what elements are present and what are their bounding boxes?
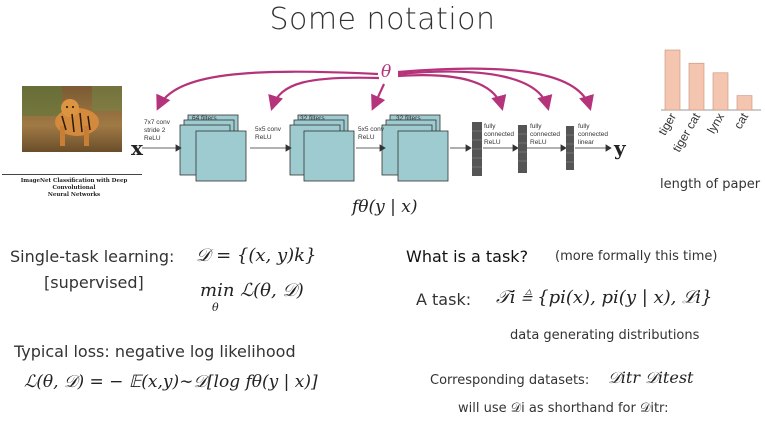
datasets-formula: 𝒟itr 𝒟itest xyxy=(608,368,694,387)
task-question: What is a task? xyxy=(406,247,529,266)
chart-bar-tiger-cat xyxy=(688,62,705,111)
task-question-note: (more formally this time) xyxy=(555,249,718,264)
layer-label-2: 5x5 conv ReLU xyxy=(255,126,282,141)
loss-label: Typical loss: negative log likelihood xyxy=(14,342,296,361)
theta-arrow-2 xyxy=(268,76,380,111)
filters-label-1: 64 filters xyxy=(192,115,217,122)
min-subscript: θ xyxy=(212,301,219,314)
chart-tick-label: cat xyxy=(731,110,751,131)
fc-label-3: fully connected linear xyxy=(578,123,608,146)
fc-bar-3 xyxy=(566,126,574,170)
input-x-symbol: x xyxy=(131,136,143,160)
theta-arrows xyxy=(156,67,594,111)
task-label: A task: xyxy=(416,290,472,309)
dataset-definition: 𝒟 = {(x, y)k} xyxy=(196,245,317,266)
layer-arrows xyxy=(142,144,612,152)
theta-arrow-1 xyxy=(156,70,379,111)
conv-block-3 xyxy=(381,114,449,182)
chart-bar-lynx xyxy=(712,72,729,111)
min-expression: min ℒ(θ, 𝒟) xyxy=(200,280,304,301)
shorthand-note: will use 𝒟i as shorthand for 𝒟itr: xyxy=(458,401,669,416)
theta-arrow-3 xyxy=(371,83,386,111)
paper-caption-line1: ImageNet Classification with Deep Convol… xyxy=(20,178,128,191)
model-formula: fθ(y | x) xyxy=(352,197,418,217)
layer-label-1: 7x7 conv stride 2 ReLU xyxy=(144,119,171,142)
paper-caption-line2: Neural Networks xyxy=(47,192,101,198)
layer-label-3: 5x5 conv ReLU xyxy=(358,126,385,141)
chart-bar-tiger xyxy=(664,49,681,111)
chart-bar-cat xyxy=(736,95,753,111)
conv-block-2 xyxy=(289,114,355,182)
output-y-symbol: y xyxy=(614,136,626,160)
theta-arrow-6 xyxy=(397,67,594,111)
loss-formula: ℒ(θ, 𝒟) = − 𝔼(x,y)∼𝒟[log fθ(y | x)] xyxy=(24,372,318,392)
tiger-image xyxy=(22,86,122,152)
data-generating-label: data generating distributions xyxy=(510,328,700,343)
paper-divider xyxy=(2,174,142,175)
fc-bar-2 xyxy=(518,125,527,173)
conv-block-1 xyxy=(179,114,247,182)
filters-label-3: 32 filters xyxy=(396,115,421,122)
datasets-label: Corresponding datasets: xyxy=(430,373,590,388)
task-formula: 𝒯i ≜ {pi(x), pi(y | x), ℒi} xyxy=(496,287,713,308)
chart-tick-label: tiger xyxy=(655,110,679,137)
paper-caption: ImageNet Classification with Deep Convol… xyxy=(4,178,144,199)
theta-arrow-4 xyxy=(397,74,507,111)
fc-label-1: fully connected ReLU xyxy=(484,123,514,146)
theta-arrow-5 xyxy=(397,70,553,111)
chart-xlabel: length of paper xyxy=(660,177,761,192)
chart-tick-label: lynx xyxy=(704,111,727,136)
theta-label: θ xyxy=(381,62,392,82)
single-task-label: Single-task learning: xyxy=(10,247,175,266)
slide-title: Some notation xyxy=(269,2,496,37)
fc-label-2: fully connected ReLU xyxy=(530,123,560,146)
filters-label-2: 32 filters xyxy=(300,115,325,122)
supervised-label: [supervised] xyxy=(44,273,144,292)
fc-bar-1 xyxy=(472,122,482,176)
fc-bars xyxy=(472,122,574,176)
